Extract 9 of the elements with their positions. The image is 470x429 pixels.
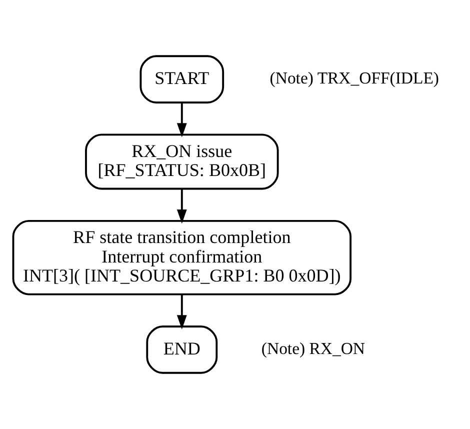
node-label: (Note) TRX_OFF(IDLE) bbox=[270, 68, 439, 88]
node-label: (Note) RX_ON bbox=[261, 339, 365, 358]
node-box: RF state transition completion Interrupt confirmation INT[3]( [INT_SOURCE_GRP1: B0 0x0D]) bbox=[12, 220, 352, 296]
arrow bbox=[176, 189, 187, 224]
arrow bbox=[176, 294, 187, 330]
node-box: START bbox=[140, 55, 224, 104]
node-box: END bbox=[146, 326, 218, 374]
arrow bbox=[176, 102, 187, 138]
node-box: RX_ON issue [RF_STATUS: B0x0B] bbox=[85, 134, 279, 190]
